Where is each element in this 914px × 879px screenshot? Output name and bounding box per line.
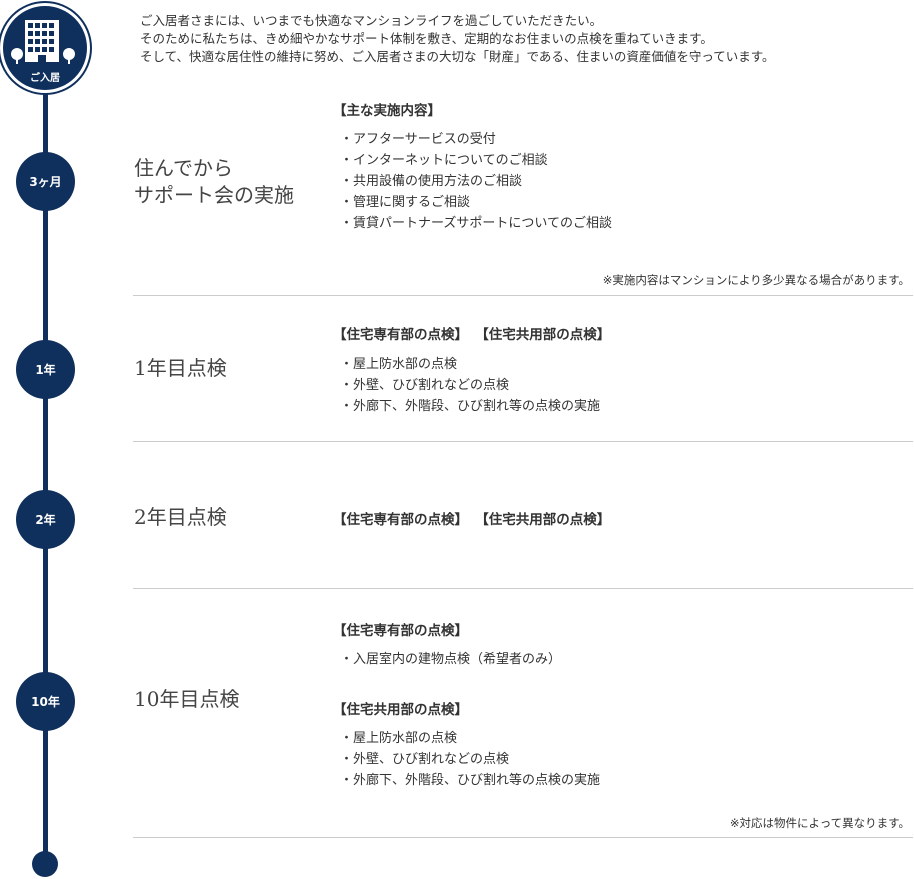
list-item: ・屋上防水部の点検	[340, 731, 458, 746]
intro-line: そのために私たちは、きめ細やかなサポート体制を敷き、定期的なお住まいの点検を重ね…	[140, 31, 713, 46]
heading-common: 【住宅共用部の点検】	[333, 702, 468, 718]
heading-common: 【住宅共用部の点検】	[482, 512, 611, 528]
section-heading: 【住宅専有部の点検】【住宅共用部の点検】	[333, 508, 610, 528]
node-1-year: 1年	[16, 340, 75, 399]
node-2-year: 2年	[16, 490, 75, 549]
divider	[133, 588, 913, 589]
heading-private: 【住宅専有部の点検】	[333, 623, 468, 639]
list-item: ・外廊下、外階段、ひび割れ等の点検の実施	[340, 773, 601, 788]
intro-text: ご入居者さまには、いつまでも快適なマンションライフを過ごしていただきたい。 その…	[140, 12, 775, 66]
item-list: ・屋上防水部の点検 ・外壁、ひび割れなどの点検 ・外廊下、外階段、ひび割れ等の点…	[340, 354, 600, 417]
list-item: ・インターネットについてのご相談	[340, 153, 548, 168]
heading-common: 【住宅共用部の点検】	[482, 327, 611, 343]
heading-private: 【住宅専有部の点検】	[333, 327, 468, 343]
list-item: ・外廊下、外階段、ひび割れ等の点検の実施	[340, 399, 601, 414]
stage-title-line: サポート会の実施	[134, 183, 294, 207]
stage-title-1-year: 1年目点検	[134, 356, 227, 380]
item-list: ・入居室内の建物点検（希望者のみ）	[340, 649, 561, 670]
building-icon	[11, 20, 75, 64]
list-item: ・外壁、ひび割れなどの点検	[340, 752, 510, 767]
stage-title-2-year: 2年目点検	[134, 505, 227, 529]
list-item: ・外壁、ひび割れなどの点検	[340, 378, 510, 393]
divider	[133, 441, 913, 442]
intro-line: そして、快適な居住性の維持に努め、ご入居者さまの大切な「財産」である、住まいの資…	[140, 49, 775, 64]
heading-private: 【住宅専有部の点検】	[333, 512, 468, 528]
timeline-end-dot	[32, 851, 58, 877]
stage-title-3-months: 住んでから サポート会の実施	[134, 155, 294, 209]
list-item: ・入居室内の建物点検（希望者のみ）	[340, 652, 562, 667]
stage-title-10-year: 10年目点検	[134, 687, 240, 711]
node-3-months: 3ヶ月	[16, 152, 75, 211]
section-heading: 【主な実施内容】	[333, 103, 441, 119]
divider	[133, 837, 913, 838]
node-10-year: 10年	[16, 672, 75, 731]
section-heading: 【住宅専有部の点検】【住宅共用部の点検】	[333, 323, 610, 343]
list-item: ・アフターサービスの受付	[340, 132, 496, 147]
intro-line: ご入居者さまには、いつまでも快適なマンションライフを過ごしていただきたい。	[140, 13, 603, 28]
divider	[133, 295, 913, 296]
list-item: ・管理に関するご相談	[340, 195, 471, 210]
stage-title-line: 住んでから	[134, 156, 233, 180]
list-item: ・共用設備の使用方法のご相談	[340, 174, 523, 189]
item-list: ・アフターサービスの受付 ・インターネットについてのご相談 ・共用設備の使用方法…	[340, 129, 612, 234]
note-text: ※対応は物件によって異なります。	[729, 816, 910, 830]
list-item: ・賃貸パートナーズサポートについてのご相談	[340, 216, 612, 231]
timeline-line	[43, 60, 48, 860]
move-in-label: ご入居	[30, 73, 60, 84]
list-item: ・屋上防水部の点検	[340, 357, 458, 372]
move-in-marker: ご入居	[0, 3, 90, 93]
item-list: ・屋上防水部の点検 ・外壁、ひび割れなどの点検 ・外廊下、外階段、ひび割れ等の点…	[340, 728, 600, 791]
note-text: ※実施内容はマンションにより多少異なる場合があります。	[602, 273, 910, 287]
